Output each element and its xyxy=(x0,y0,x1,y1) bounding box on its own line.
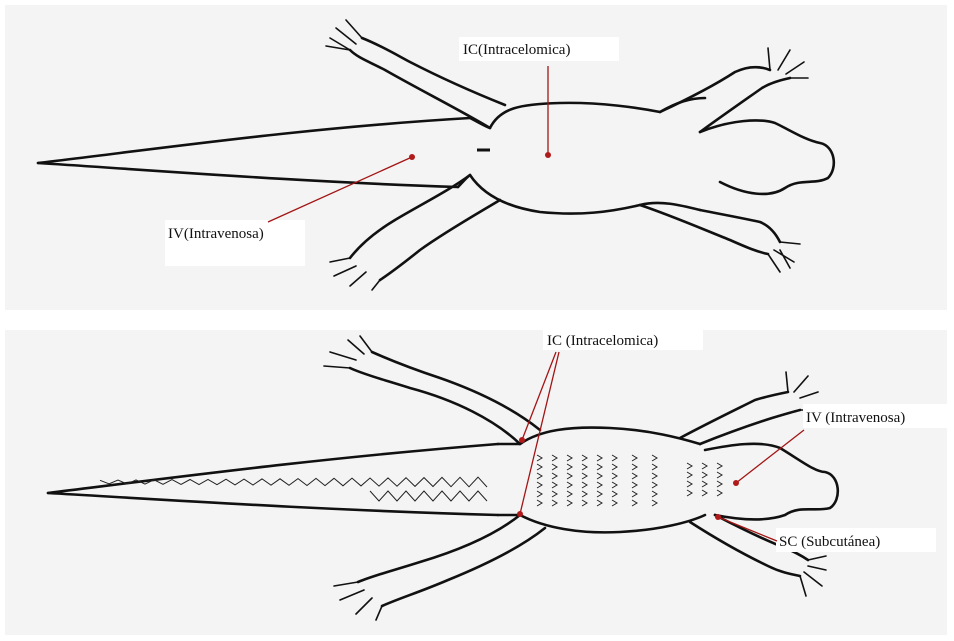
bottom-ic-injection-point-lower xyxy=(517,511,523,517)
bottom-panel-background xyxy=(5,330,947,635)
bottom-sc-injection-point xyxy=(715,514,721,520)
bottom-ic-label: IC (Intracelomica) xyxy=(547,333,658,349)
bottom-iv-label: IV (Intravenosa) xyxy=(806,410,905,426)
top-ic-label: IC(Intracelomica) xyxy=(463,42,570,58)
top-iv-label: IV(Intravenosa) xyxy=(168,226,264,242)
bottom-ic-injection-point-upper xyxy=(519,437,525,443)
bottom-sc-label: SC (Subcutánea) xyxy=(779,534,880,550)
bottom-panel: IC (Intracelomica) IV (Intravenosa) SC (… xyxy=(5,328,947,635)
bottom-iv-injection-point xyxy=(733,480,739,486)
top-ic-injection-point xyxy=(545,152,551,158)
top-panel: IC(Intracelomica) IV(Intravenosa) xyxy=(5,5,947,310)
top-iv-injection-point xyxy=(409,154,415,160)
